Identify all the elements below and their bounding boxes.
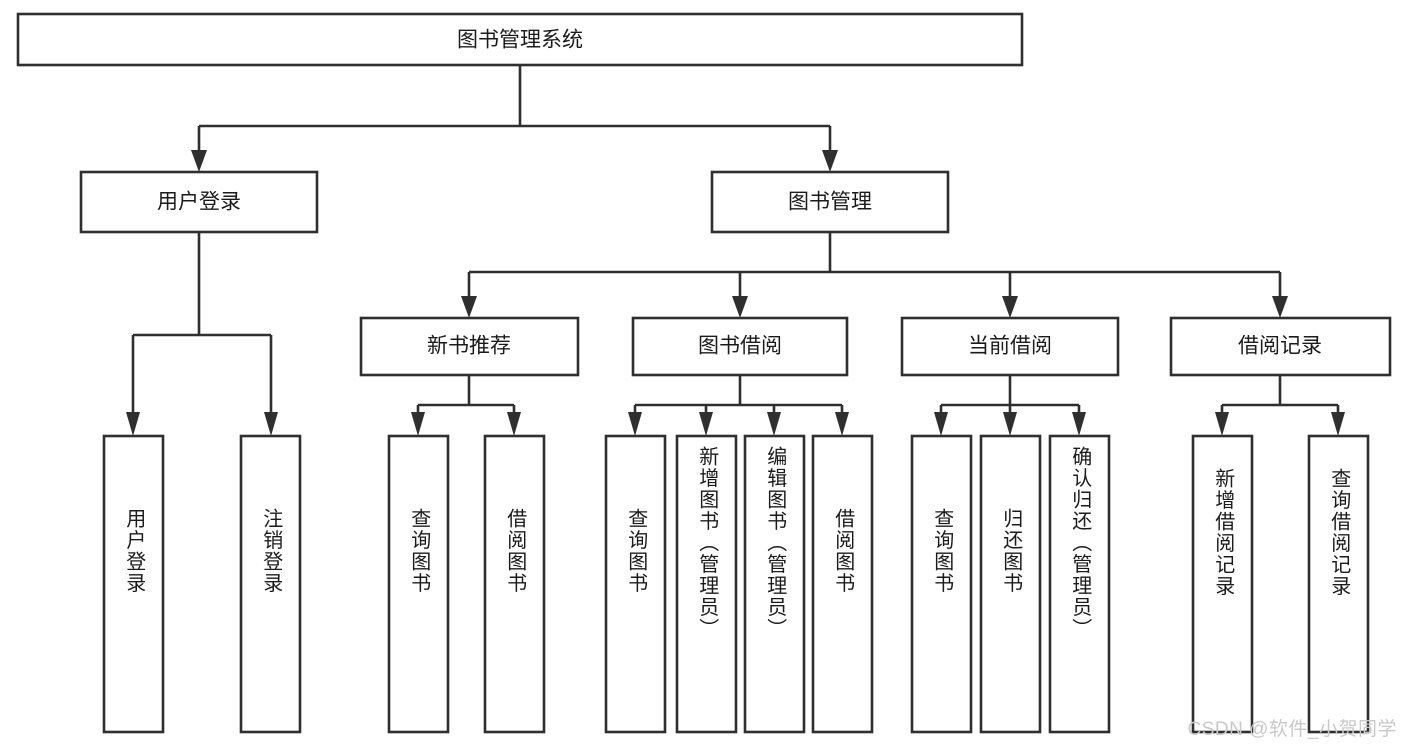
leaf-box-new-book-1[interactable] xyxy=(483,434,546,734)
arrow-head-leaf-new-book-1 xyxy=(507,412,521,436)
connector-group-borrow-record xyxy=(1215,375,1345,436)
node-current-borrow-label: 当前借阅 xyxy=(968,335,1052,358)
node-book-mgmt-box[interactable] xyxy=(710,170,950,234)
arrow-head-leaf-book-borrow-0 xyxy=(628,412,642,436)
node-new-book-box[interactable] xyxy=(359,316,580,377)
arrow-head-leaf-user-login-0 xyxy=(126,412,140,436)
node-user-login-box[interactable] xyxy=(79,170,319,234)
leaf-box-book-borrow-2[interactable] xyxy=(743,434,806,734)
leaf-box-user-login-1[interactable] xyxy=(239,434,302,734)
node-user-login-label: 用户登录 xyxy=(157,191,241,214)
watermark-text: CSDN @软件_小贺同学 xyxy=(1187,719,1397,740)
leaf-box-book-borrow-3[interactable] xyxy=(811,434,874,734)
arrow-head-book-borrow xyxy=(732,296,748,318)
leaf-box-borrow-record-0[interactable] xyxy=(1191,434,1254,734)
leaf-box-user-login-0[interactable] xyxy=(102,434,165,734)
node-book-borrow-label: 图书借阅 xyxy=(698,335,782,358)
connector-group-root xyxy=(191,65,838,172)
node-root-box[interactable] xyxy=(16,12,1024,67)
node-current-borrow-box[interactable] xyxy=(900,316,1120,377)
leaf-box-new-book-0[interactable] xyxy=(387,434,450,734)
arrow-head-current-borrow xyxy=(1002,296,1018,318)
arrow-head-leaf-book-borrow-1 xyxy=(699,412,713,436)
connector-group-book-borrow xyxy=(628,375,849,436)
leaf-box-borrow-record-1[interactable] xyxy=(1307,434,1370,734)
connector-group-user-login xyxy=(126,232,278,436)
arrow-head-leaf-user-login-1 xyxy=(264,412,278,436)
arrow-head-leaf-borrow-record-0 xyxy=(1215,412,1229,436)
arrow-head-book-mgmt xyxy=(822,150,838,172)
leaf-box-current-borrow-1[interactable] xyxy=(979,434,1042,734)
connector-group-book-mgmt xyxy=(461,232,1288,318)
arrow-head-leaf-current-borrow-1 xyxy=(1003,412,1017,436)
leaf-box-current-borrow-0[interactable] xyxy=(910,434,973,734)
arrow-head-leaf-current-borrow-2 xyxy=(1072,412,1086,436)
arrow-head-user-login xyxy=(191,150,207,172)
node-borrow-record-label: 借阅记录 xyxy=(1238,335,1322,358)
connector-group-new-book xyxy=(411,375,521,436)
node-borrow-record-box[interactable] xyxy=(1169,316,1392,377)
arrow-head-leaf-current-borrow-0 xyxy=(934,412,948,436)
arrow-head-leaf-book-borrow-2 xyxy=(767,412,781,436)
arrow-head-new-book xyxy=(461,296,477,318)
connector-group-current-borrow xyxy=(934,375,1086,436)
node-new-book-label: 新书推荐 xyxy=(427,335,511,358)
leaf-box-current-borrow-2[interactable] xyxy=(1048,434,1111,734)
leaf-box-book-borrow-0[interactable] xyxy=(604,434,667,734)
node-book-mgmt-label: 图书管理 xyxy=(788,191,872,214)
arrow-head-leaf-new-book-0 xyxy=(411,412,425,436)
node-book-borrow-box[interactable] xyxy=(631,316,849,377)
leaf-box-book-borrow-1[interactable] xyxy=(675,434,738,734)
arrow-head-borrow-record xyxy=(1272,296,1288,318)
node-root-label: 图书管理系统 xyxy=(457,29,583,52)
arrow-head-leaf-book-borrow-3 xyxy=(835,412,849,436)
arrow-head-leaf-borrow-record-1 xyxy=(1331,412,1345,436)
